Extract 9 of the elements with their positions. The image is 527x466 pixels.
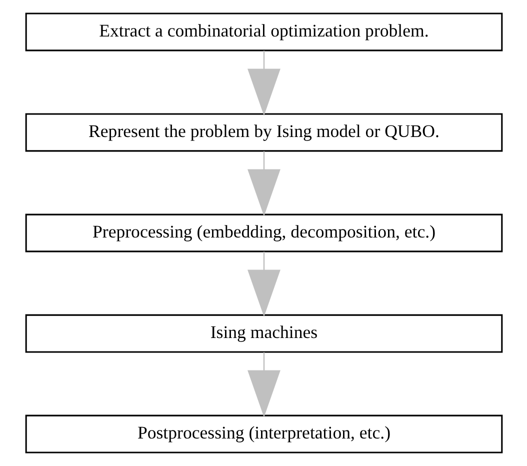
node-box: Represent the problem by Ising model or QUBO. [24, 113, 502, 152]
arrow [247, 50, 280, 116]
node-box: Preprocessing (embedding, decomposition, etc.) [24, 214, 502, 252]
arrow [247, 151, 280, 216]
arrow [247, 352, 280, 418]
arrow [247, 252, 280, 317]
node-box: Ising machines [24, 314, 502, 353]
node-box: Extract a combinatorial optimization problem. [24, 12, 502, 52]
node-box: Postprocessing (interpretation, etc.) [24, 414, 502, 454]
